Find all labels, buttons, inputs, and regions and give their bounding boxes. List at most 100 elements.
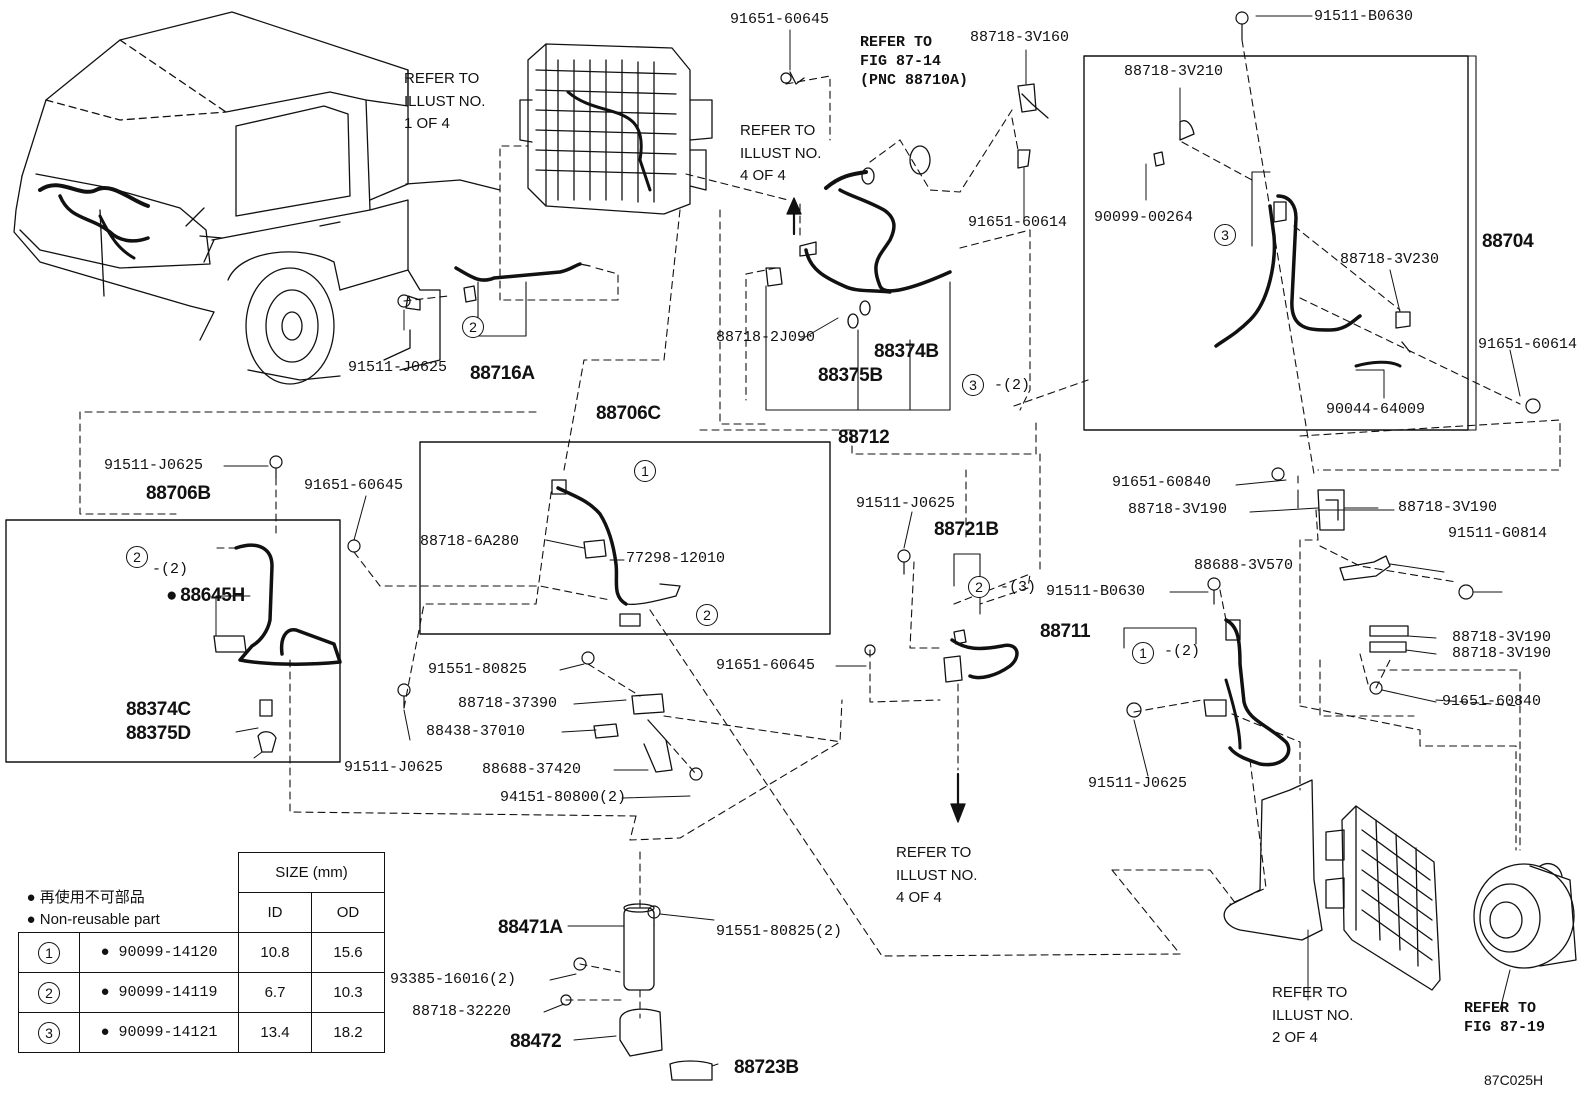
part-label: 88718-3V190: [1398, 499, 1498, 516]
legend-id-header: ID: [238, 892, 312, 933]
part-label: 88472: [510, 1031, 562, 1052]
part-label: 88718-3V190: [1452, 645, 1552, 662]
part-label-nonreusable: 88645H: [166, 586, 245, 605]
part-label: 88718-3V190: [1128, 501, 1228, 518]
part-label: 88706B: [146, 483, 211, 504]
part-label: 91511-J0625: [1088, 775, 1188, 792]
part-label: 90099-00264: [1094, 209, 1194, 226]
legend-num: 2: [38, 981, 60, 1004]
refer-note-fig-87-19: REFER TO FIG 87-19: [1464, 1000, 1546, 1036]
part-label: 88375D: [126, 723, 191, 744]
part-label: 91511-B0630: [1314, 8, 1414, 25]
legend-size-header: SIZE (mm): [238, 852, 385, 893]
pipe-88706B-drawing: [213, 543, 342, 753]
condenser-drawing: [1223, 779, 1441, 991]
part-label: 90044-64009: [1326, 401, 1426, 418]
part-label: 88471A: [498, 917, 563, 938]
part-label: 77298-12010: [626, 550, 726, 567]
part-label: 91511-J0625: [344, 759, 444, 776]
part-label: 88688-3V570: [1194, 557, 1294, 574]
oring-ref-2: 2: [968, 576, 990, 598]
part-label: 91511-G0814: [1448, 525, 1548, 542]
hose-88716A-drawing: [405, 262, 591, 311]
arrows: [786, 197, 966, 823]
part-label: 88721B: [934, 519, 999, 540]
part-label: 88375B: [818, 365, 883, 386]
part-label: 88718-6A280: [420, 533, 520, 550]
part-label: 88718-3V190: [1452, 629, 1552, 646]
dashed-routing: [79, 39, 1561, 1019]
legend-row: 1 ● 90099-14120 10.8 15.6: [18, 932, 385, 973]
oring-ref-1: 1: [634, 460, 656, 482]
part-label: 91651-60614: [1478, 336, 1578, 353]
group-boxes: [5, 55, 1469, 763]
oring-ref-2: 2: [462, 316, 484, 338]
oring-ref-2: 2: [696, 604, 718, 626]
oring-ref-1: 1: [1132, 642, 1154, 664]
suction-hose-88712-drawing: [765, 71, 1049, 329]
legend-od: 15.6: [311, 932, 385, 973]
part-label: 88438-37010: [426, 723, 526, 740]
legend-id: 13.4: [238, 1012, 312, 1053]
part-label: 88718-3V210: [1124, 63, 1224, 80]
legend-row: 2 ● 90099-14119 6.7 10.3: [18, 972, 385, 1013]
legend-od-header: OD: [311, 892, 385, 933]
part-label: 91651-60614: [968, 214, 1068, 231]
part-label: 88374B: [874, 341, 939, 362]
part-label: 88723B: [734, 1057, 799, 1078]
refer-note-illust-2: REFER TO ILLUST NO. 2 OF 4: [1272, 984, 1354, 1046]
part-label: 91651-60840: [1442, 693, 1542, 710]
part-label: 93385-16016(2): [390, 971, 517, 988]
quantity-label: -(2): [994, 377, 1031, 394]
figure-id: 87C025H: [1484, 1072, 1544, 1088]
part-label: 88704: [1482, 231, 1534, 252]
legend-part: 90099-14120: [118, 944, 218, 961]
refer-note-illust-4-top: REFER TO ILLUST NO. 4 OF 4: [740, 122, 822, 184]
quantity-label: -(2): [1164, 643, 1201, 660]
quantity-label: -(2): [152, 561, 189, 578]
legend-num: 3: [38, 1021, 60, 1044]
oring-ref-3: 3: [962, 374, 984, 396]
part-label: 91651-60840: [1112, 474, 1212, 491]
bracket-cluster-drawing: [593, 693, 673, 773]
legend-row: 3 ● 90099-14121 13.4 18.2: [18, 1012, 385, 1053]
truck-cab-illustration: [13, 11, 501, 385]
oring-size-legend: ● 再使用不可部品 ● Non-reusable part SIZE (mm) …: [18, 852, 385, 1053]
part-label: 88712: [838, 427, 890, 448]
part-label: 88688-37420: [482, 761, 582, 778]
discharge-hose-88704-drawing: [1153, 120, 1411, 368]
compressor-drawing: [1473, 862, 1577, 969]
refer-note-illust-4-bottom: REFER TO ILLUST NO. 4 OF 4: [896, 844, 978, 906]
part-label: 88374C: [126, 699, 191, 720]
receiver-dryer-drawing: [619, 903, 713, 1081]
part-label: 91651-60645: [716, 657, 816, 674]
part-label: 88711: [1040, 621, 1091, 642]
label-leaders: [215, 15, 1521, 1067]
legend-part: 90099-14119: [118, 984, 218, 1001]
part-label: 91511-J0625: [348, 359, 448, 376]
part-label: 88718-3V230: [1340, 251, 1440, 268]
legend-nonreusable-jp: ● 再使用不可部品: [26, 889, 145, 906]
part-label: 91511-J0625: [856, 495, 956, 512]
legend-od: 18.2: [311, 1012, 385, 1053]
legend-num: 1: [38, 941, 60, 964]
oring-ref-3: 3: [1214, 224, 1236, 246]
part-label: 88718-37390: [458, 695, 558, 712]
evaporator-unit-drawing: [519, 43, 713, 215]
legend-part: 90099-14121: [118, 1024, 218, 1041]
part-label: 88718-2J090: [716, 329, 816, 346]
legend-od: 10.3: [311, 972, 385, 1013]
legend-id: 10.8: [238, 932, 312, 973]
brackets-right-drawing: [1317, 489, 1409, 653]
part-label: 88706C: [596, 403, 661, 424]
hose-88706C-drawing: [551, 479, 681, 627]
oring-ref-2: 2: [126, 546, 148, 568]
part-label: 94151-80800(2): [500, 789, 627, 806]
part-label: 88718-32220: [412, 1003, 512, 1020]
legend-id: 6.7: [238, 972, 312, 1013]
part-label: 91651-60645: [730, 11, 830, 28]
hose-88711-drawing: [1203, 618, 1291, 767]
part-label: 91551-80825(2): [716, 923, 843, 940]
refer-note-illust-1: REFER TO ILLUST NO. 1 OF 4: [404, 70, 486, 132]
